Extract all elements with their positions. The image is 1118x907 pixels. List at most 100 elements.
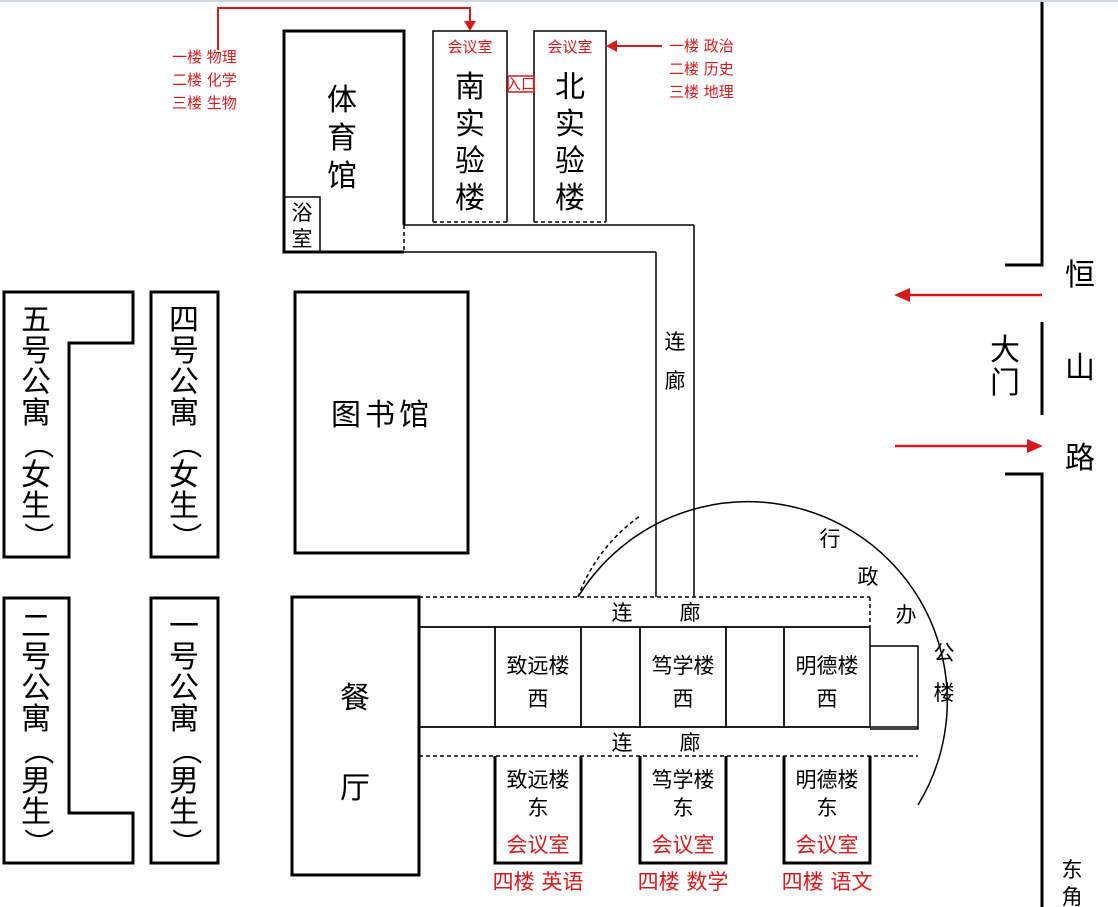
- admin-arc: [577, 501, 948, 806]
- zhiyuan-east-label-line-1: 致远楼: [507, 768, 570, 792]
- entrance-label: 入口: [506, 75, 536, 93]
- south-lab-label-char-1: 南: [455, 70, 485, 105]
- road-edge-north: [1005, 0, 1044, 267]
- north-lab-floor-1: 一楼 政治: [669, 37, 734, 55]
- duxue-west-label-line-1: 笃学楼: [652, 654, 715, 678]
- canteen-outline: [290, 595, 421, 877]
- dorm-2-outline: [2, 596, 135, 865]
- admin-label-char-4: 公: [934, 641, 955, 665]
- dorm-5-label-char-6: 女: [21, 458, 51, 493]
- dorm-1-label-char-1: 一: [169, 609, 199, 644]
- north-lab-outline: [533, 30, 607, 222]
- dorm-5-label-char-8: ）: [20, 522, 55, 552]
- library-label: 图书馆: [331, 398, 433, 433]
- gym-label-char-3: 馆: [327, 159, 357, 194]
- dorm-4-label-char-8: ）: [168, 522, 203, 552]
- dorm-5-label-char-7: 生: [21, 489, 51, 524]
- dorm-2-label-char-3: 公: [21, 671, 51, 706]
- upper-corridor-label-char-2: 廊: [680, 601, 701, 625]
- dorm-2-label-char-5: （: [20, 735, 55, 765]
- link-room-1: [418, 626, 496, 728]
- dorm-1-label-char-4: 寓: [169, 702, 199, 737]
- dorm-5-label-char-4: 寓: [21, 396, 51, 431]
- south-lab: 会议室 南 实 验 楼: [432, 30, 508, 223]
- vertical-corridor-label-char-1: 连: [665, 330, 686, 354]
- dorm-2-label-char-1: 二: [21, 609, 51, 644]
- dorm-2-label-char-8: ）: [20, 828, 55, 858]
- mingde-east-label-line-1: 明德楼: [796, 768, 859, 792]
- canteen-label-char-1: 餐: [340, 681, 370, 716]
- north-lab-label-char-4: 楼: [555, 181, 585, 216]
- dorm-1-label-char-7: 生: [169, 795, 199, 830]
- duxue-west-label-line-2: 西: [673, 687, 694, 711]
- south-lab-label-char-2: 实: [455, 107, 485, 142]
- mingde-fourth-floor-note: 四楼 语文: [782, 870, 873, 894]
- dorm-2-label-char-7: 生: [21, 795, 51, 830]
- dorm-5: [2, 290, 135, 559]
- mingde-meeting-room: 会议室: [796, 833, 859, 857]
- duxue-fourth-floor-note: 四楼 数学: [638, 870, 729, 894]
- south-lab-meeting-room: 会议室: [447, 38, 492, 56]
- dorm-2-label-char-2: 号: [21, 640, 51, 675]
- zhiyuan-fourth-floor-note: 四楼 英语: [493, 870, 584, 894]
- gate-label-char-1: 大: [990, 333, 1020, 368]
- bathroom-label-char-2: 室: [292, 227, 313, 251]
- vertical-corridor-label-char-2: 廊: [665, 369, 686, 393]
- canteen: 餐 厅: [290, 595, 421, 877]
- corner-label-char-2: 角: [1062, 885, 1083, 907]
- dorm-5-label-char-5: （: [20, 429, 55, 459]
- bathroom-box: [283, 196, 321, 253]
- admin-east-wing: [870, 645, 919, 730]
- mingde-east-label-line-2: 东: [817, 796, 838, 820]
- admin-label-char-1: 行: [820, 527, 841, 551]
- lab-entrance: 入口: [506, 75, 536, 93]
- south-lab-note-arrowhead: [464, 21, 476, 31]
- road-name-char-3: 路: [1065, 441, 1095, 476]
- south-lab-label-char-3: 验: [455, 144, 485, 179]
- entrance-box: [507, 75, 535, 93]
- vertical-corridor: 连 廊: [404, 224, 695, 597]
- south-lab-label-char-4: 楼: [455, 181, 485, 216]
- dorm-4-label-char-5: （: [168, 429, 203, 459]
- east-road: 恒 山 路 大 门 东 角: [894, 0, 1095, 907]
- north-lab-floor-3: 三楼 地理: [669, 83, 734, 101]
- gym-outline: [282, 29, 406, 254]
- north-lab-label-char-3: 验: [555, 144, 585, 179]
- mingde-west-label-line-1: 明德楼: [796, 654, 859, 678]
- duxue-meeting-room: 会议室: [652, 833, 715, 857]
- corner-label-char-1: 东: [1062, 858, 1083, 882]
- dorm-5-label-char-3: 公: [21, 365, 51, 400]
- admin-label-char-5: 楼: [934, 681, 955, 705]
- dorm-2: [2, 596, 135, 865]
- dorm-1-label-char-6: 男: [169, 764, 199, 799]
- library: 图书馆: [293, 290, 470, 555]
- canteen-label-char-2: 厅: [340, 771, 370, 806]
- dorm-5-label-char-1: 五: [21, 303, 51, 338]
- dorm-2-label-char-4: 寓: [21, 702, 51, 737]
- dorm-1-label-char-8: ）: [168, 828, 203, 858]
- library-outline: [293, 290, 470, 555]
- link-room-3: [725, 626, 785, 728]
- zhiyuan-meeting-room: 会议室: [507, 833, 570, 857]
- dorm-4-outline: [149, 290, 220, 559]
- dorm-1-outline: [149, 596, 220, 865]
- mingde-west-box: [783, 626, 871, 728]
- mingde-west-label-line-2: 西: [817, 687, 838, 711]
- admin-label-char-2: 政: [858, 565, 879, 589]
- north-lab-note-arrowhead: [606, 40, 617, 52]
- north-lab-floor-2: 二楼 历史: [669, 60, 734, 78]
- duxue-east-label-line-2: 东: [673, 796, 694, 820]
- zhiyuan-east-label-line-2: 东: [528, 796, 549, 820]
- lab-floor-notes: 一楼 物理 二楼 化学 三楼 生物 一楼 政治 二楼 历史 三楼 地理: [172, 7, 734, 112]
- duxue-east-label-line-1: 笃学楼: [652, 768, 715, 792]
- gym: 浴 室 体 育 馆: [282, 29, 406, 254]
- duxue-east-box: [638, 756, 728, 865]
- dorm-4-label-char-4: 寓: [169, 396, 199, 431]
- admin-arc-dashed: [577, 515, 641, 598]
- road-edge-south: [1005, 472, 1044, 907]
- dorm-1-label-char-3: 公: [169, 671, 199, 706]
- road-name-char-2: 山: [1065, 351, 1095, 386]
- south-lab-note-connector: [217, 7, 471, 50]
